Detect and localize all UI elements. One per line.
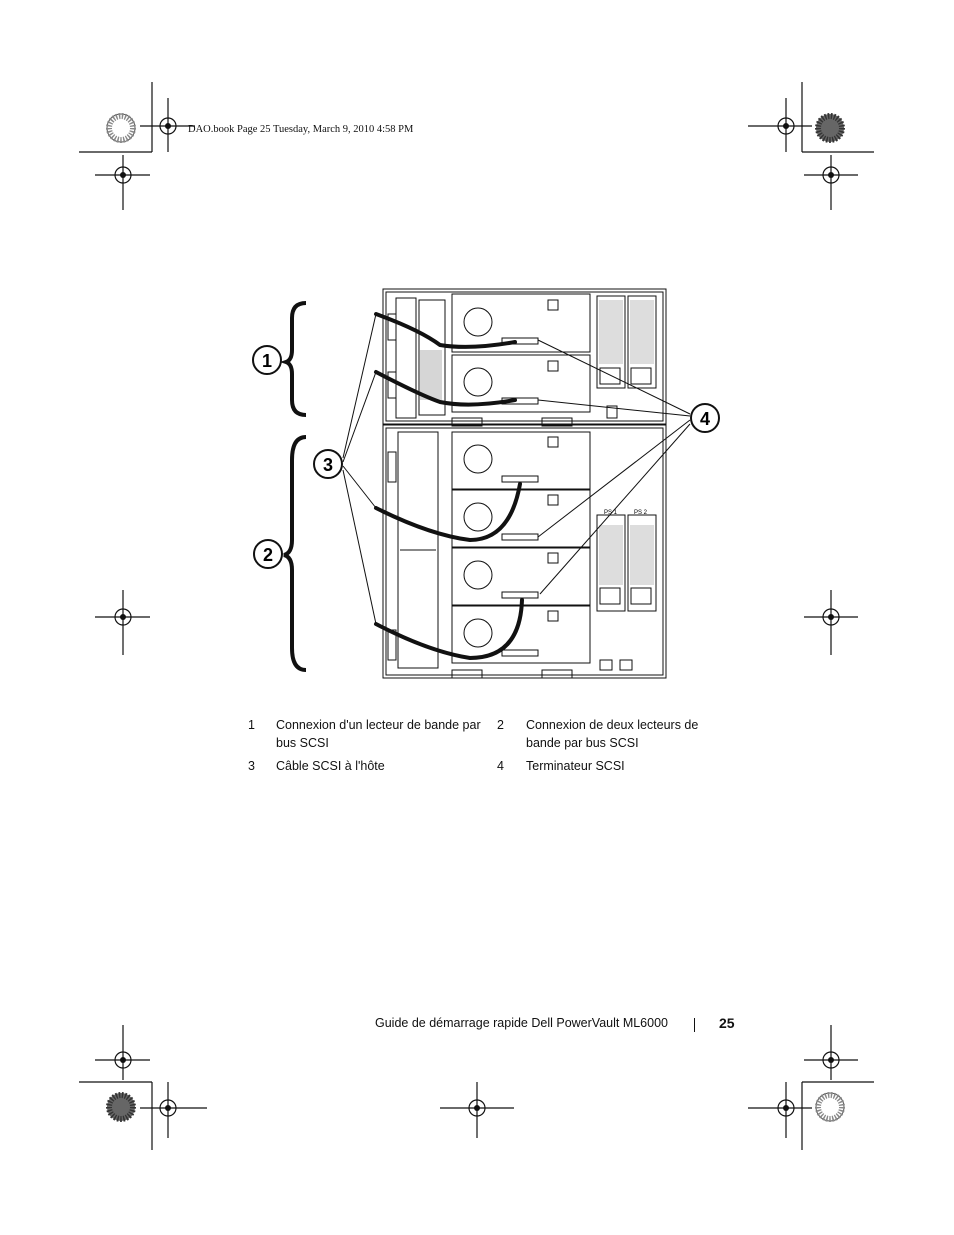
brace-1 [279,301,307,417]
page-number: 25 [719,1015,735,1031]
scsi-cable-a [374,312,517,349]
svg-text:2: 2 [263,545,273,565]
svg-text:1: 1 [262,351,272,371]
footer-title: Guide de démarrage rapide Dell PowerVaul… [375,1016,668,1030]
ps2-label: PS 2 [634,510,648,516]
callout-4: 4 [690,403,720,433]
callout-2: 2 [253,539,283,569]
legend-text-1-line1: Connexion d'un lecteur de bande par [276,718,481,732]
brace-2 [283,435,307,672]
legend-text-1-line2: bus SCSI [276,736,329,750]
legend-text-2-line1: Connexion de deux lecteurs de [526,718,699,732]
legend-num-2: 2 [497,718,504,732]
callout-3: 3 [313,449,343,479]
scsi-cable-b [374,370,517,407]
scsi-cable-c [374,482,522,543]
footer-separator [694,1018,695,1032]
legend-num-3: 3 [248,759,255,773]
legend-text-2: Connexion de deux lecteurs de bande par … [526,716,726,752]
scsi-cable-d [374,598,524,661]
legend-text-4: Terminateur SCSI [526,759,625,773]
legend-text-1: Connexion d'un lecteur de bande par bus … [276,716,491,752]
svg-text:4: 4 [700,409,710,429]
legend-num-1: 1 [248,718,255,732]
callout-1: 1 [252,345,282,375]
svg-text:3: 3 [323,455,333,475]
legend-text-3: Câble SCSI à l'hôte [276,759,385,773]
running-header: DAO.book Page 25 Tuesday, March 9, 2010 … [188,124,414,135]
legend-num-4: 4 [497,759,504,773]
legend-text-2-line2: bande par bus SCSI [526,736,639,750]
